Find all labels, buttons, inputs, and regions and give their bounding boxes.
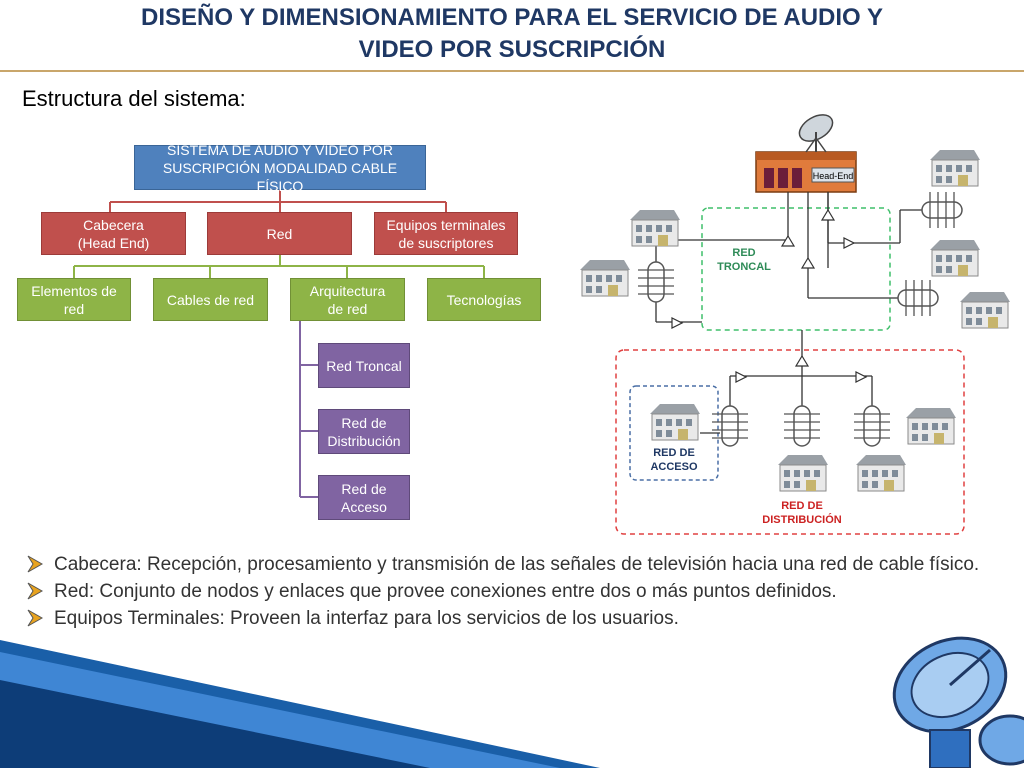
tree-cabecera-box: Cabecera(Head End) bbox=[41, 212, 186, 255]
bullet-item-equipos: Equipos Terminales: Proveen la interfaz … bbox=[24, 605, 1014, 632]
distribucion-zone-label-1: RED DE bbox=[781, 500, 823, 512]
tree-troncal-label: Red Troncal bbox=[326, 357, 402, 374]
tree-red-box: Red bbox=[207, 212, 352, 255]
blue-swoosh-dark bbox=[0, 680, 430, 768]
tree-arquitectura-line-2: de red bbox=[327, 300, 368, 317]
tree-cabecera-line-1: Cabecera bbox=[83, 216, 144, 233]
troncal-zone-label-1: RED bbox=[732, 247, 755, 259]
tree-elementos-line-1: Elementos de bbox=[31, 282, 117, 299]
title-divider bbox=[0, 70, 1024, 72]
tree-cables-label: Cables de red bbox=[166, 291, 255, 308]
page-title: DISEÑO Y DIMENSIONAMIENTO PARA EL SERVIC… bbox=[0, 2, 1024, 66]
bullet-text-red: Red: Conjunto de nodos y enlaces que pro… bbox=[54, 581, 837, 602]
network-illustration: Head-End RED TRONCAL RED DE DISTRIBUCIÓN… bbox=[579, 114, 1011, 535]
tree-cables-box: Cables de red bbox=[153, 278, 268, 321]
tree-root-line-2: SUSCRIPCIÓN MODALIDAD CABLE FÍSICO bbox=[162, 159, 398, 194]
title-line-2: VIDEO POR SUSCRIPCIÓN bbox=[358, 36, 666, 63]
bullet-list: Cabecera: Recepción, procesamiento y tra… bbox=[24, 551, 1014, 632]
tree-tecnologias-box: Tecnologías bbox=[427, 278, 541, 321]
tree-connectors bbox=[73, 190, 485, 498]
tree-red-label: Red bbox=[266, 225, 293, 242]
tree-distribucion-line-1: Red de bbox=[341, 414, 387, 431]
tree-equipos-line-2: de suscriptores bbox=[398, 234, 494, 251]
distribucion-zone-label-2: DISTRIBUCIÓN bbox=[762, 513, 842, 526]
cable-lines bbox=[655, 192, 942, 434]
acceso-zone-label-1: RED DE bbox=[653, 447, 695, 459]
subtitle: Estructura del sistema: bbox=[22, 86, 246, 111]
troncal-zone-label-2: TRONCAL bbox=[717, 261, 771, 273]
bullet-item-cabecera: Cabecera: Recepción, procesamiento y tra… bbox=[24, 551, 1014, 578]
bottom-decoration bbox=[0, 636, 1024, 768]
tree-elementos-line-2: red bbox=[63, 300, 85, 317]
headend-label: Head-End bbox=[813, 171, 854, 181]
satellite-dishes-icon bbox=[892, 636, 1024, 768]
tree-troncal-box: Red Troncal bbox=[318, 343, 410, 388]
tree-root-line-1: SISTEMA DE AUDIO Y VIDEO POR bbox=[167, 141, 393, 158]
troncal-zone bbox=[701, 207, 891, 331]
bullet-text-cabecera: Cabecera: Recepción, procesamiento y tra… bbox=[54, 554, 980, 575]
bullet-text-equipos: Equipos Terminales: Proveen la interfaz … bbox=[54, 608, 679, 629]
headend-building: Head-End bbox=[755, 151, 857, 193]
tree-tecnologias-label: Tecnologías bbox=[446, 291, 522, 308]
distribucion-zone bbox=[615, 349, 965, 535]
bullet-item-red: Red: Conjunto de nodos y enlaces que pro… bbox=[24, 578, 1014, 605]
tree-equipos-line-1: Equipos terminales bbox=[386, 216, 506, 233]
tree-distribucion-line-2: Distribución bbox=[327, 432, 401, 449]
arrow-bullet-icon bbox=[27, 609, 44, 627]
amplifier-icons bbox=[671, 208, 868, 383]
acceso-zone-label-2: ACCESO bbox=[650, 461, 698, 473]
arrow-bullet-icon bbox=[27, 582, 44, 600]
tree-acceso-line-2: Acceso bbox=[341, 498, 387, 515]
title-line-1: DISEÑO Y DIMENSIONAMIENTO PARA EL SERVIC… bbox=[141, 4, 883, 31]
arrow-bullet-icon bbox=[27, 555, 44, 573]
tree-acceso-line-1: Red de bbox=[341, 480, 387, 497]
tree-arquitectura-line-1: Arquitectura bbox=[309, 282, 386, 299]
satellite-dish-icon bbox=[798, 114, 834, 153]
tree-cabecera-line-2: (Head End) bbox=[77, 234, 150, 251]
